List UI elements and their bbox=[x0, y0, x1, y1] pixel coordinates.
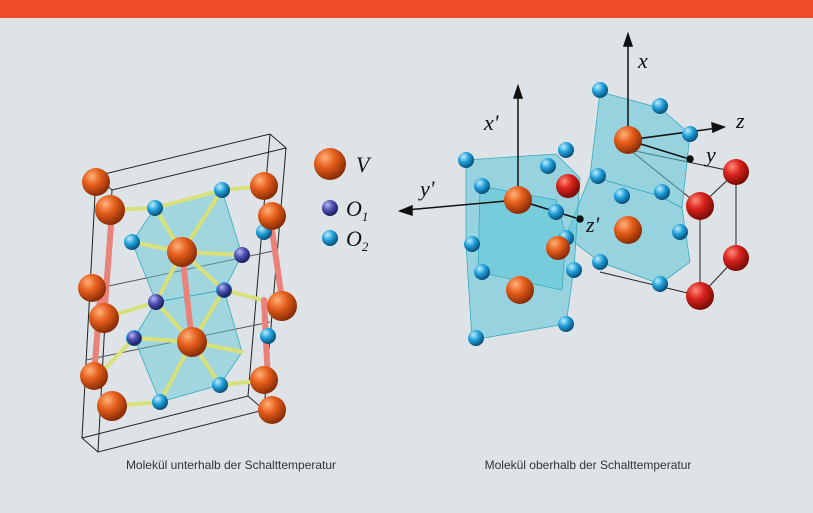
legend-o1-subscript: 1 bbox=[362, 209, 369, 224]
legend-o2-subscript: 2 bbox=[362, 239, 369, 254]
svg-text:O1: O1 bbox=[346, 196, 368, 224]
header-bar bbox=[0, 0, 813, 18]
legend-o2-label: O bbox=[346, 226, 362, 251]
right-oxygen-atoms bbox=[458, 82, 698, 346]
legend-v-label: V bbox=[356, 152, 372, 177]
legend-o1-symbol bbox=[322, 200, 338, 216]
oxygen-1-atoms bbox=[127, 247, 250, 345]
left-structure bbox=[78, 133, 297, 453]
caption-right: Molekül oberhalb der Schalttemperatur bbox=[484, 458, 692, 472]
caption-left: Molekül unterhalb der Schalttemperatur bbox=[125, 458, 337, 472]
axis-y-label: y bbox=[704, 142, 716, 167]
axis-labels: x z y x' y' z' bbox=[418, 48, 745, 237]
right-vanadium-atoms bbox=[504, 126, 749, 310]
legend-o1-label: O bbox=[346, 196, 362, 221]
legend-v-symbol bbox=[314, 148, 346, 180]
svg-text:O2: O2 bbox=[346, 226, 369, 254]
right-structure: x z y x' y' z' bbox=[397, 31, 749, 346]
axis-z-label: z bbox=[735, 108, 745, 133]
axis-z-prime-label: z' bbox=[585, 212, 600, 237]
vanadium-atoms bbox=[78, 168, 297, 424]
legend: V O1 O2 bbox=[314, 148, 372, 254]
axis-y-prime-label: y' bbox=[418, 176, 435, 201]
axis-x-prime-label: x' bbox=[483, 110, 499, 135]
crystal-structure-figure: V O1 O2 bbox=[78, 31, 749, 453]
legend-o2-symbol bbox=[322, 230, 338, 246]
right-octahedra bbox=[465, 91, 691, 341]
axis-x-label: x bbox=[637, 48, 648, 73]
